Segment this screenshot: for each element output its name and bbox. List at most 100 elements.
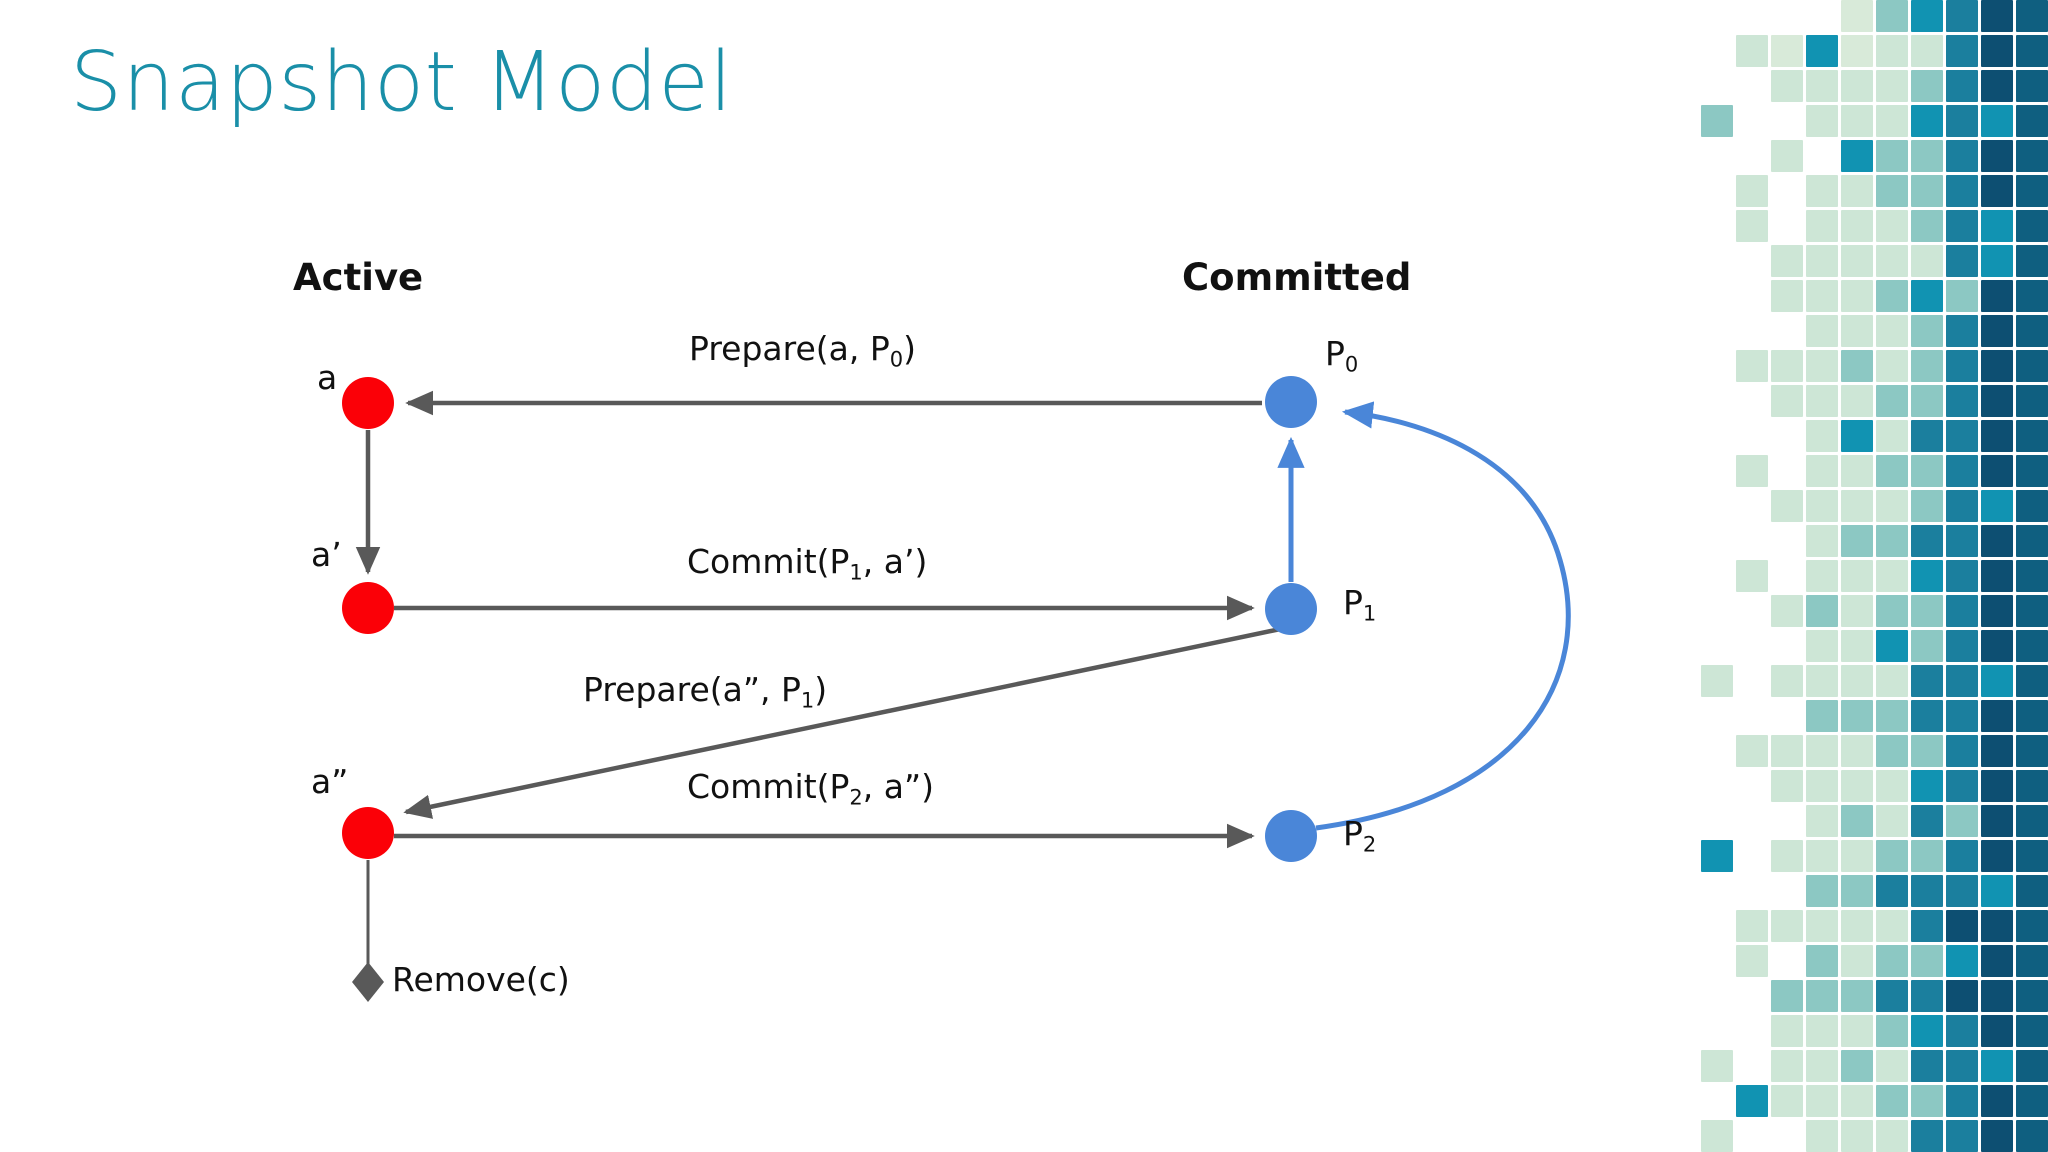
mosaic-tile xyxy=(1841,595,1873,627)
mosaic-tile xyxy=(1841,630,1873,662)
mosaic-tile xyxy=(1946,210,1978,242)
mosaic-tile xyxy=(1981,35,2013,67)
mosaic-tile xyxy=(1876,1120,1908,1152)
mosaic-tile xyxy=(1876,945,1908,977)
mosaic-tile xyxy=(1911,525,1943,557)
mosaic-tile xyxy=(1806,1085,1838,1117)
mosaic-tile xyxy=(1876,0,1908,32)
mosaic-tile xyxy=(1806,490,1838,522)
mosaic-tile xyxy=(2016,875,2048,907)
mosaic-tile xyxy=(1946,35,1978,67)
mosaic-tile xyxy=(1841,420,1873,452)
mosaic-tile xyxy=(1911,1085,1943,1117)
node-label-a-double-prime: a” xyxy=(311,762,349,801)
node-a[interactable] xyxy=(342,377,394,429)
mosaic-tile xyxy=(1806,210,1838,242)
mosaic-tile xyxy=(2016,560,2048,592)
mosaic-tile xyxy=(1876,735,1908,767)
mosaic-tile xyxy=(1806,910,1838,942)
mosaic-tile xyxy=(1841,1085,1873,1117)
mosaic-tile xyxy=(1771,140,1803,172)
mosaic-tile xyxy=(1981,175,2013,207)
mosaic-tile xyxy=(1876,840,1908,872)
mosaic-tile xyxy=(1946,910,1978,942)
mosaic-tile xyxy=(1771,1015,1803,1047)
mosaic-tile xyxy=(1806,175,1838,207)
mosaic-tile xyxy=(1981,140,2013,172)
mosaic-tile xyxy=(1876,385,1908,417)
mosaic-tile xyxy=(1841,700,1873,732)
mosaic-tile xyxy=(1806,630,1838,662)
mosaic-tile xyxy=(1701,1050,1733,1082)
node-p1[interactable] xyxy=(1265,583,1317,635)
mosaic-tile xyxy=(1841,350,1873,382)
node-a-double-prime[interactable] xyxy=(342,807,394,859)
mosaic-tile xyxy=(1946,0,1978,32)
mosaic-tile xyxy=(1806,560,1838,592)
mosaic-tile xyxy=(1876,875,1908,907)
mosaic-tile xyxy=(2016,735,2048,767)
mosaic-tile xyxy=(1771,385,1803,417)
mosaic-tile xyxy=(1911,665,1943,697)
node-p0[interactable] xyxy=(1265,376,1317,428)
mosaic-tile xyxy=(1771,840,1803,872)
mosaic-tile xyxy=(1806,770,1838,802)
mosaic-tile xyxy=(1981,420,2013,452)
edge-label-prepare-a2-text: Prepare(a”, P xyxy=(583,670,801,709)
mosaic-tile xyxy=(1771,70,1803,102)
mosaic-tile xyxy=(1876,420,1908,452)
mosaic-tile xyxy=(2016,1050,2048,1082)
mosaic-tile xyxy=(2016,35,2048,67)
mosaic-tile xyxy=(2016,210,2048,242)
mosaic-tile xyxy=(1911,945,1943,977)
mosaic-tile xyxy=(1806,700,1838,732)
snapshot-model-diagram xyxy=(342,376,1571,1002)
mosaic-tile xyxy=(1736,735,1768,767)
mosaic-tile xyxy=(1876,245,1908,277)
mosaic-tile xyxy=(1841,245,1873,277)
mosaic-tile xyxy=(1946,245,1978,277)
node-label-a-prime: a’ xyxy=(311,535,342,574)
mosaic-tile xyxy=(1876,210,1908,242)
mosaic-tile xyxy=(1876,105,1908,137)
mosaic-tile xyxy=(1946,630,1978,662)
mosaic-tile xyxy=(1771,735,1803,767)
mosaic-tile xyxy=(1946,490,1978,522)
mosaic-tile xyxy=(2016,175,2048,207)
mosaic-tile xyxy=(1911,0,1943,32)
mosaic-tile xyxy=(2016,1120,2048,1152)
mosaic-tile xyxy=(1841,945,1873,977)
mosaic-tile xyxy=(1946,1120,1978,1152)
mosaic-tile xyxy=(1911,350,1943,382)
mosaic-tile xyxy=(1946,385,1978,417)
edge-label-commit-p1-sub: 1 xyxy=(849,560,863,585)
mosaic-tile xyxy=(1806,35,1838,67)
mosaic-tile xyxy=(1946,350,1978,382)
mosaic-tile xyxy=(1736,210,1768,242)
node-a-prime[interactable] xyxy=(342,582,394,634)
mosaic-tile xyxy=(1876,315,1908,347)
mosaic-tile xyxy=(1981,735,2013,767)
node-p2[interactable] xyxy=(1265,810,1317,862)
mosaic-tile xyxy=(2016,630,2048,662)
edge-label-commit-p1-a-prime: Commit(P1, a’) xyxy=(687,545,927,583)
mosaic-tile xyxy=(1876,700,1908,732)
mosaic-tile xyxy=(1946,420,1978,452)
mosaic-tile xyxy=(1911,595,1943,627)
mosaic-tile xyxy=(1911,140,1943,172)
column-header-active: Active xyxy=(293,256,424,299)
mosaic-tile xyxy=(1806,105,1838,137)
mosaic-tile xyxy=(1771,595,1803,627)
mosaic-tile xyxy=(1946,805,1978,837)
mosaic-tile xyxy=(2016,840,2048,872)
mosaic-tile xyxy=(1911,980,1943,1012)
mosaic-tile xyxy=(1946,700,1978,732)
mosaic-tile xyxy=(1876,70,1908,102)
mosaic-tile xyxy=(1841,875,1873,907)
edge-label-commit-p2-sub: 2 xyxy=(849,785,863,810)
mosaic-tile xyxy=(1701,840,1733,872)
mosaic-tile xyxy=(1841,560,1873,592)
mosaic-tile xyxy=(2016,140,2048,172)
mosaic-tile xyxy=(1981,1120,2013,1152)
mosaic-tile xyxy=(1981,350,2013,382)
